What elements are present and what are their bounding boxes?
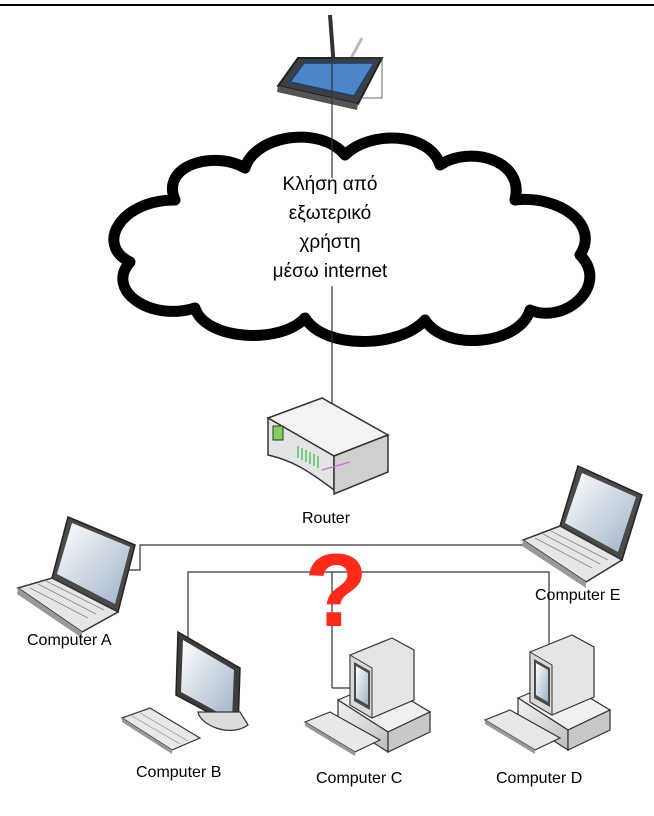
desktop-monitor-icon-computer-b — [120, 630, 249, 754]
laptop-icon-computer-a — [16, 515, 136, 638]
router-label: Router — [302, 510, 351, 527]
top-border-line — [0, 4, 654, 6]
computer-d-label: Computer D — [496, 770, 583, 787]
cloud-caption-line-2: εξωτερικό — [288, 203, 372, 224]
cloud-caption-line-4: μέσω internet — [272, 261, 388, 282]
desktop-pc-icon-computer-d — [483, 634, 612, 754]
computer-a-label: Computer A — [27, 632, 112, 649]
cloud-caption: Κλήση από εξωτερικό χρήστη μέσω internet — [240, 170, 420, 286]
computer-b-label: Computer B — [136, 764, 222, 781]
cloud-caption-line-3: χρήστη — [299, 232, 361, 253]
computer-e-label: Computer E — [535, 587, 621, 604]
cloud-caption-line-1: Κλήση από — [282, 174, 378, 195]
computer-c-label: Computer C — [316, 770, 403, 787]
internet-cloud-shape — [108, 131, 596, 347]
laptop-icon-computer-e — [521, 464, 643, 588]
question-mark-icon: ? — [304, 533, 368, 649]
wireless-access-point-icon — [276, 14, 384, 110]
desktop-pc-icon-computer-c — [303, 637, 432, 756]
router-icon — [266, 397, 390, 496]
